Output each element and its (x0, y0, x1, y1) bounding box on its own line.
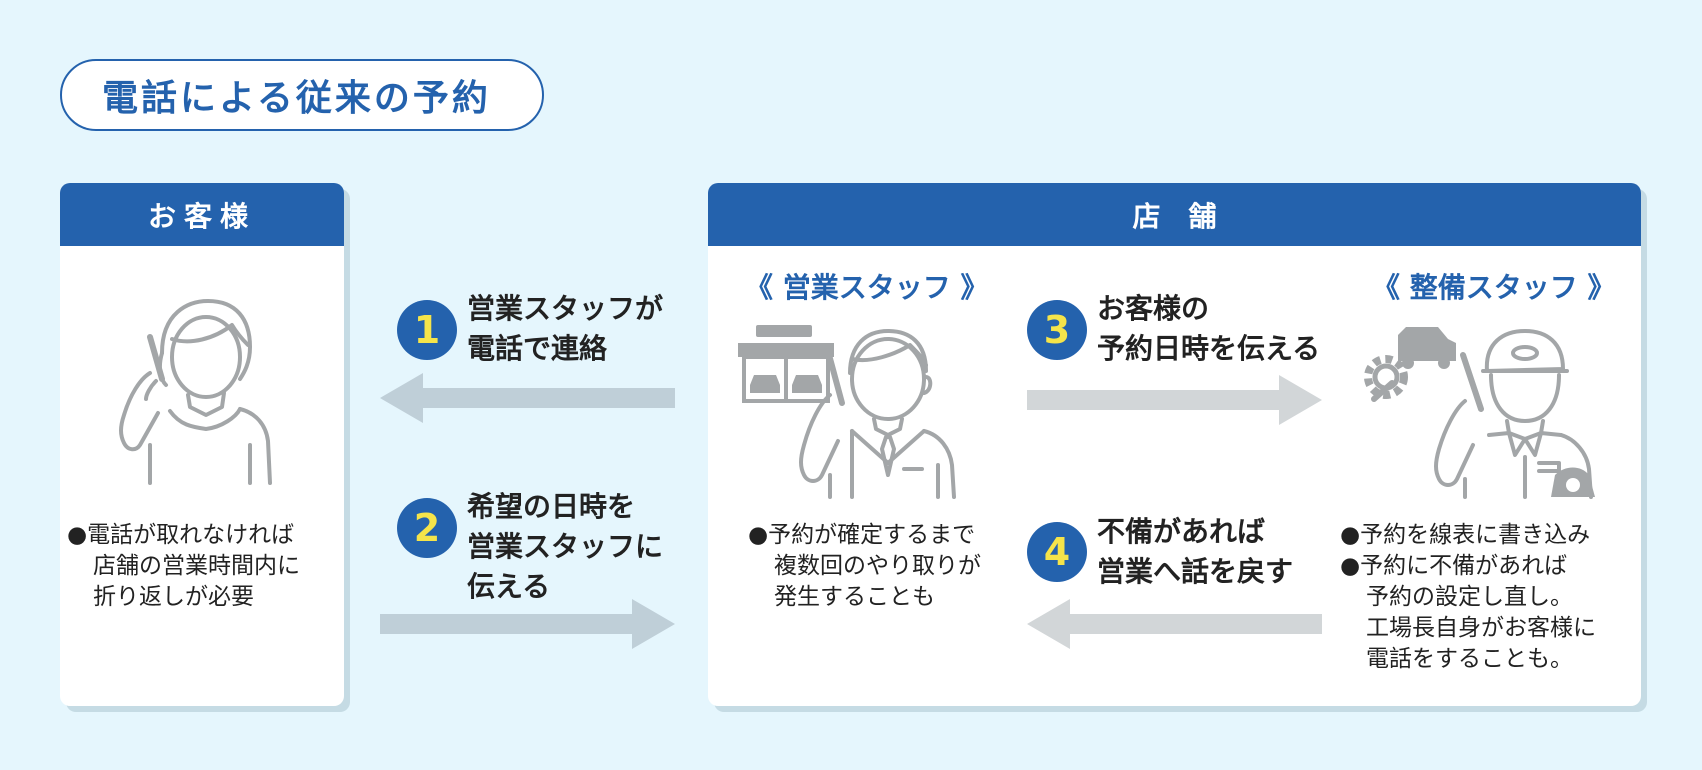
note-line: 発生することも (774, 584, 935, 610)
step-3-line: 予約日時を伝える (1097, 332, 1321, 365)
sales-notes: ●予約が確定するまで 複数回のやり取りが 発生することも (748, 520, 981, 613)
arrow-left-icon (380, 373, 675, 423)
step-2-line: 営業スタッフに (467, 530, 664, 563)
step-1-line: 営業スタッフが (467, 292, 664, 325)
step-2-line: 伝える (467, 570, 551, 603)
step-3-text: お客様の 予約日時を伝える (1097, 289, 1320, 369)
sales-staff-label: 《 営業スタッフ 》 (745, 271, 989, 304)
step-4-badge: 4 (1027, 522, 1087, 582)
arrow-right-icon (380, 599, 675, 649)
arrow-right-icon (1027, 375, 1322, 425)
step-3-line: お客様の (1097, 292, 1210, 325)
note-line: 折り返しが必要 (93, 584, 254, 610)
note-line: ●予約に不備があれば (1340, 553, 1568, 579)
note-line: ●予約を線表に書き込み (1340, 522, 1591, 548)
step-4-line: 不備があれば (1097, 515, 1266, 548)
step-4-line: 営業へ話を戻す (1097, 555, 1294, 588)
page-title: 電話による従来の予約 (60, 59, 544, 131)
store-building-icon (738, 325, 834, 403)
step-1-text: 営業スタッフが 電話で連絡 (467, 289, 663, 369)
note-line: 店舗の営業時間内に (93, 553, 300, 579)
note-line: 複数回のやり取りが (774, 553, 981, 579)
mechanic-phone-icon (1434, 329, 1595, 499)
note-line: 電話をすることも。 (1366, 646, 1573, 672)
salesman-phone-icon (799, 329, 956, 499)
store-header: 店舗 (708, 183, 1641, 246)
step-2-text: 希望の日時を 営業スタッフに 伝える (467, 487, 663, 607)
note-line: ●予約が確定するまで (748, 522, 976, 548)
note-line: ●電話が取れなければ (67, 522, 295, 548)
woman-phone-icon (119, 299, 272, 485)
step-2-line: 希望の日時を (467, 490, 636, 523)
customer-header: お客様 (60, 183, 344, 246)
store-panel: 店舗 (708, 183, 1641, 706)
step-2-badge: 2 (397, 498, 457, 558)
step-1-badge: 1 (397, 300, 457, 360)
step-3-badge: 3 (1027, 300, 1087, 360)
step-1-line: 電話で連絡 (467, 332, 608, 365)
customer-panel: お客様 (60, 183, 344, 706)
note-line: 予約の設定し直し。 (1366, 584, 1573, 610)
customer-notes: ●電話が取れなければ 店舗の営業時間内に 折り返しが必要 (67, 520, 300, 613)
car-gear-icon (1364, 327, 1456, 402)
arrow-left-icon (1027, 599, 1322, 649)
step-4-text: 不備があれば 営業へ話を戻す (1097, 512, 1293, 592)
note-line: 工場長自身がお客様に (1366, 615, 1596, 641)
mechanic-staff-label: 《 整備スタッフ 》 (1372, 271, 1616, 304)
mechanic-notes: ●予約を線表に書き込み ●予約に不備があれば 予約の設定し直し。 工場長自身がお… (1340, 520, 1596, 675)
